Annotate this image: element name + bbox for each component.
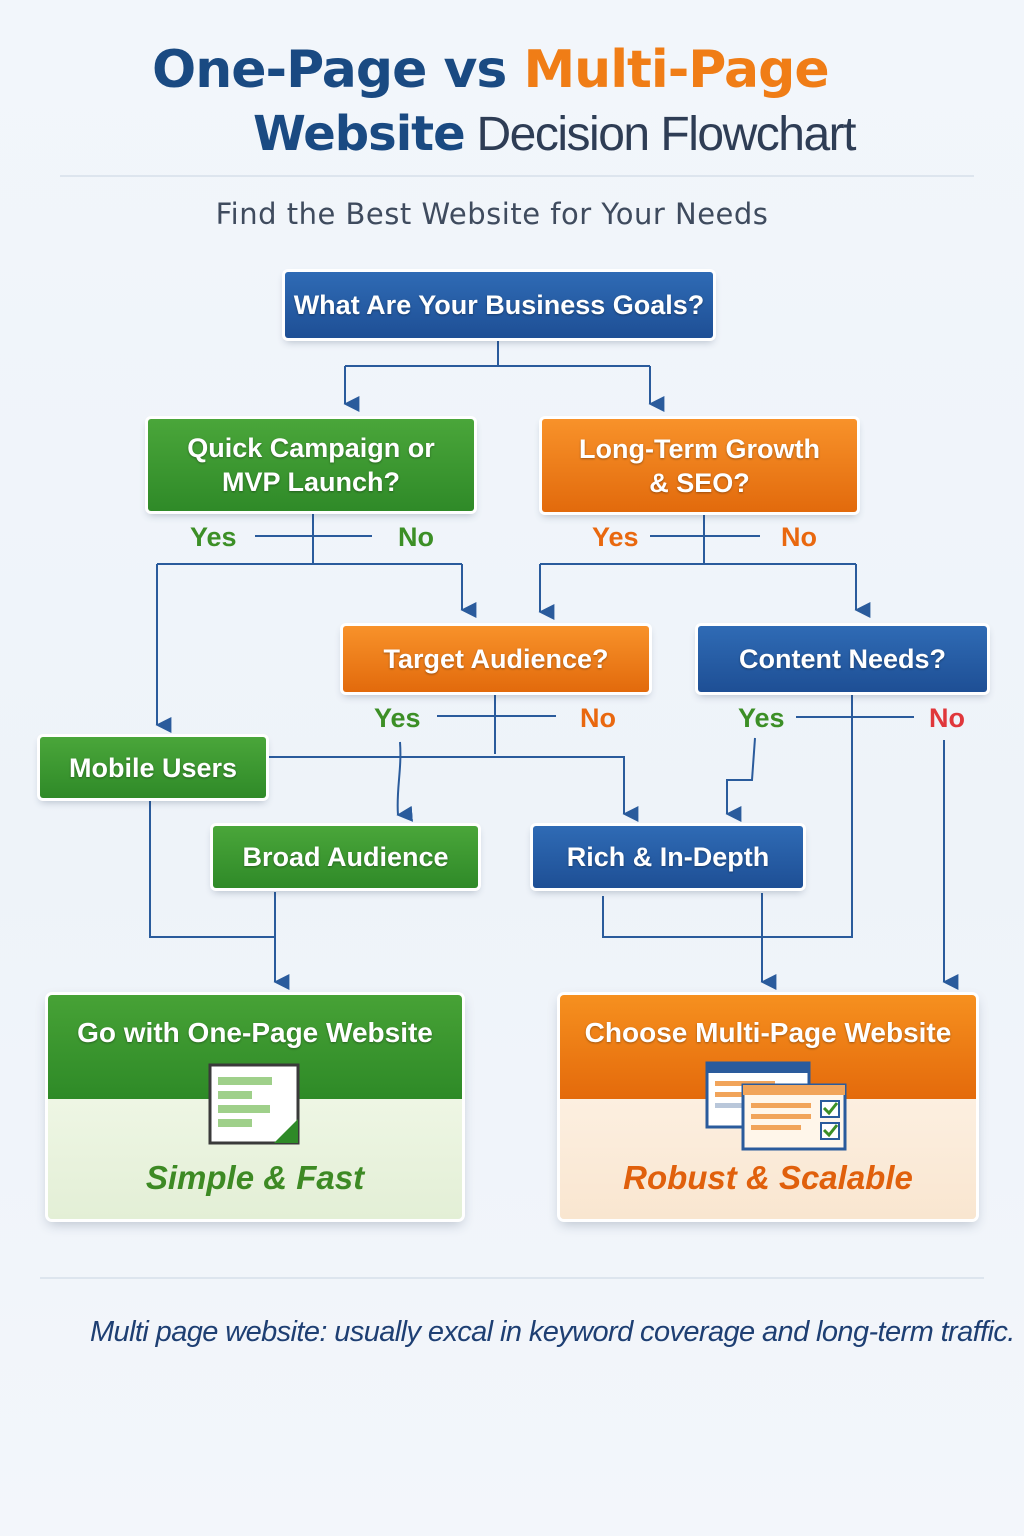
node-target-audience-label: Target Audience? (383, 644, 609, 674)
content-needs-yes: Yes (738, 703, 785, 733)
node-rich-in-depth: Rich & In-Depth (533, 826, 803, 888)
node-business-goals-label: What Are Your Business Goals? (293, 290, 705, 320)
node-long-term-line2: & SEO? (649, 467, 750, 498)
outcome-multi-page-title: Choose Multi-Page Website (584, 1017, 952, 1048)
node-broad-audience: Broad Audience (213, 826, 478, 888)
node-long-term-growth: Long-Term Growth & SEO? (542, 419, 857, 512)
subtitle: Find the Best Website for Your Needs (215, 197, 769, 231)
title-line-2: Website Decision Flowchart (253, 106, 857, 162)
browser-windows-icon (705, 1061, 847, 1151)
arrow-to-broad-audience (396, 741, 413, 822)
long-term-no: No (781, 522, 817, 552)
node-quick-campaign-line1: Quick Campaign or (187, 433, 435, 463)
node-content-needs-label: Content Needs? (738, 644, 946, 674)
title-line-1: One-Page vs Multi-Page (152, 40, 830, 100)
title-part-multi-page: Multi-Page (523, 40, 829, 100)
connector-mobile-to-one-page (149, 801, 275, 938)
outcome-one-page-tagline: Simple & Fast (145, 1159, 365, 1196)
node-mobile-users-label: Mobile Users (68, 752, 238, 783)
title-part-website: Website (253, 106, 466, 162)
quick-campaign-no: No (398, 522, 434, 552)
arrow-mobile-to-rich (268, 756, 639, 822)
node-target-audience: Target Audience? (343, 626, 649, 692)
title-divider (60, 175, 974, 177)
connector-content-to-multi (602, 693, 853, 938)
outcome-multi-page-tagline: Robust & Scalable (623, 1159, 913, 1196)
outcome-one-page-card: Go with One-Page Website Simple & Fast (48, 995, 462, 1219)
long-term-yes: Yes (592, 522, 639, 552)
target-audience-no: No (580, 703, 616, 733)
title-part-decision-flowchart: Decision Flowchart (464, 108, 857, 161)
target-audience-yes: Yes (374, 703, 421, 733)
title-part-one-page: One-Page vs (152, 40, 524, 100)
outcome-multi-page-card: Choose Multi-Page Website Robust & Scala… (560, 995, 976, 1219)
outcome-one-page-title: Go with One-Page Website (77, 1017, 433, 1048)
arrow-content-yes-to-rich (725, 737, 756, 822)
node-quick-campaign: Quick Campaign or MVP Launch? (148, 419, 474, 511)
content-needs-no: No (929, 703, 965, 733)
node-mobile-users: Mobile Users (40, 737, 266, 798)
quick-campaign-yes: Yes (190, 522, 237, 552)
document-icon (208, 1063, 300, 1145)
node-long-term-line1: Long-Term Growth (579, 433, 820, 464)
node-rich-in-depth-label: Rich & In-Depth (566, 842, 770, 872)
node-content-needs: Content Needs? (698, 626, 987, 692)
node-business-goals: What Are Your Business Goals? (285, 272, 713, 338)
node-quick-campaign-line2: MVP Launch? (221, 467, 401, 497)
footer-note: Multi page website: usually excal in key… (90, 1316, 1015, 1348)
node-broad-audience-label: Broad Audience (242, 842, 449, 872)
footer-divider (40, 1277, 984, 1279)
